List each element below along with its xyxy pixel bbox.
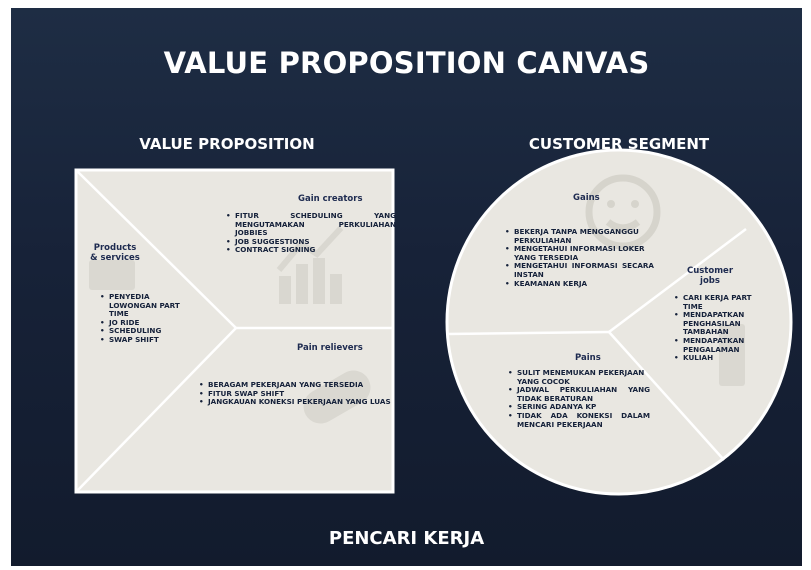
list-item: FITUR SWAP SHIFT bbox=[199, 389, 396, 399]
square-divider-bottom bbox=[76, 327, 237, 492]
value-proposition-heading: VALUE PROPOSITION bbox=[139, 135, 315, 153]
list-item: BEKERJA TANPA MENGGANGGU PERKULIAHAN bbox=[505, 227, 654, 245]
gift-icon bbox=[89, 260, 135, 290]
smiley-eye-left-icon bbox=[607, 200, 615, 208]
smiley-eye-right-icon bbox=[631, 200, 639, 208]
pain-relievers-list: BERAGAM PEKERJAAN YANG TERSEDIA FITUR SW… bbox=[197, 380, 396, 407]
canvas-slide: VALUE PROPOSITION CANVAS VALUE PROPOSITI… bbox=[11, 8, 802, 566]
pains-label: Pains bbox=[575, 353, 601, 363]
products-services-label-line2: & services bbox=[90, 253, 140, 263]
list-item: KEAMANAN KERJA bbox=[505, 279, 654, 289]
list-item: FITUR SCHEDULING YANG MENGUTAMAKAN PERKU… bbox=[226, 211, 396, 238]
customer-jobs-label-line1: Customer bbox=[686, 266, 734, 276]
customer-jobs-label: Customer jobs bbox=[678, 266, 742, 286]
list-item: SULIT MENEMUKAN PEKERJAAN YANG COCOK bbox=[508, 368, 650, 386]
products-services-list: PENYEDIA LOWONGAN PART TIME JO RIDE SCHE… bbox=[98, 292, 187, 345]
customer-jobs-label-line2: jobs bbox=[700, 276, 720, 286]
list-item: JANGKAUAN KONEKSI PEKERJAAN YANG LUAS bbox=[199, 398, 396, 407]
list-item: SERING ADANYA KP bbox=[508, 403, 650, 412]
list-item: BERAGAM PEKERJAAN YANG TERSEDIA bbox=[199, 380, 396, 390]
list-item: KULIAH bbox=[674, 354, 768, 363]
list-item: SWAP SHIFT bbox=[100, 335, 187, 345]
list-item: MENGETAHUI INFORMASI LOKER YANG TERSEDIA bbox=[505, 244, 654, 262]
list-item: CARI KERJA PART TIME bbox=[674, 293, 768, 311]
circle-divider-lower-right bbox=[608, 331, 725, 461]
gains-list: BEKERJA TANPA MENGGANGGU PERKULIAHAN MEN… bbox=[503, 227, 654, 289]
circle-divider-upper-right bbox=[608, 228, 747, 333]
list-item: TIDAK ADA KONEKSI DALAM MENCARI PEKERJAA… bbox=[508, 411, 650, 429]
customer-jobs-list: CARI KERJA PART TIME MENDAPATKAN PENGHAS… bbox=[672, 293, 768, 363]
gains-label: Gains bbox=[573, 193, 600, 203]
page-title: VALUE PROPOSITION CANVAS bbox=[163, 46, 650, 80]
list-item: MENDAPATKAN PENGALAMAN bbox=[674, 336, 768, 354]
list-item: JOB SUGGESTIONS bbox=[226, 237, 396, 247]
customer-segment-heading: CUSTOMER SEGMENT bbox=[528, 135, 710, 153]
list-item: SCHEDULING bbox=[100, 327, 187, 336]
list-item: MENGETAHUI INFORMASI SECARA INSTAN bbox=[505, 262, 654, 279]
list-item: JO RIDE bbox=[100, 318, 187, 328]
list-item: CONTRACT SIGNING bbox=[226, 246, 396, 255]
products-services-label-line1: Products bbox=[93, 243, 137, 253]
list-item: JADWAL PERKULIAHAN YANG TIDAK BERATURAN bbox=[508, 385, 650, 403]
pains-list: SULIT MENEMUKAN PEKERJAAN YANG COCOK JAD… bbox=[506, 368, 650, 429]
circle-divider-left bbox=[446, 330, 610, 336]
gain-creators-label: Gain creators bbox=[298, 194, 363, 204]
footer-title: PENCARI KERJA bbox=[328, 528, 485, 549]
pain-relievers-label: Pain relievers bbox=[297, 343, 363, 353]
products-services-label: Products & services bbox=[81, 243, 149, 263]
list-item: MENDAPATKAN PENGHASILAN TAMBAHAN bbox=[674, 310, 768, 337]
list-item: PENYEDIA LOWONGAN PART TIME bbox=[100, 292, 187, 319]
square-divider-top bbox=[76, 170, 237, 329]
gain-creators-list: FITUR SCHEDULING YANG MENGUTAMAKAN PERKU… bbox=[224, 211, 396, 255]
customer-segment-circle bbox=[445, 148, 793, 496]
